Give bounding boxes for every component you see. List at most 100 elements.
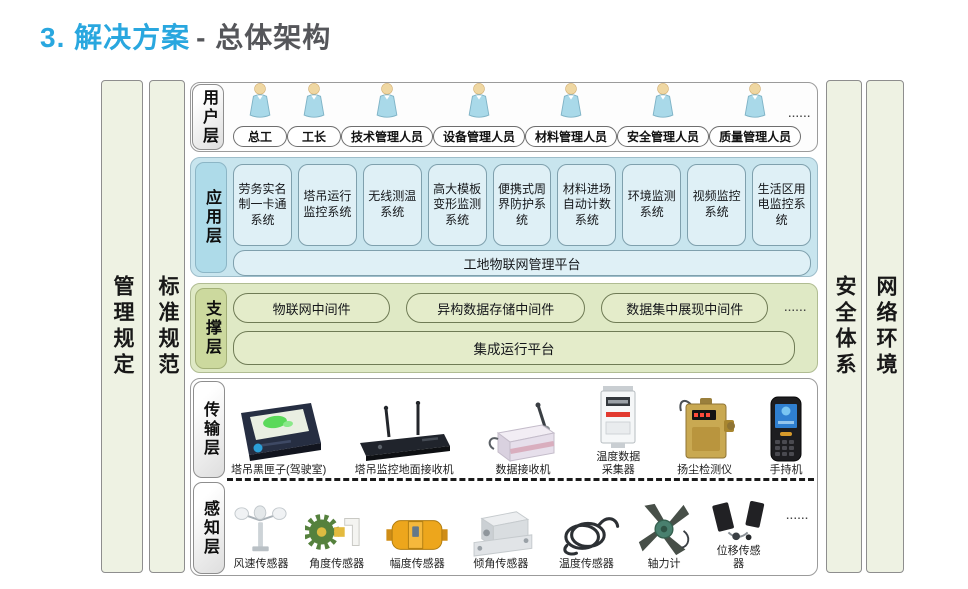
- tilt-sensor-icon: [466, 505, 536, 557]
- perception-sensor: 幅度传感器: [384, 513, 450, 571]
- user-role-label: 设备管理人员: [433, 126, 526, 147]
- person-icon: [648, 82, 678, 125]
- ellipsis: ......: [784, 302, 808, 314]
- support-layer-label: 支撑层: [203, 300, 220, 357]
- crane-blackbox-icon: [233, 399, 325, 463]
- perception-sensor: 倾角传感器: [466, 505, 536, 571]
- data-receiver-icon: [482, 401, 564, 463]
- middleware-row: 物联网中间件异构数据存储中间件数据集中展现中间件......: [233, 293, 807, 323]
- user-role: 总工: [233, 82, 287, 147]
- user-role-label: 质量管理人员: [709, 126, 802, 147]
- user-role-label: 材料管理人员: [525, 126, 618, 147]
- middleware-box: 异构数据存储中间件: [406, 293, 586, 323]
- sidebar-security-system: 安全体系: [826, 80, 862, 573]
- transmission-device: 扬尘检测仪: [673, 395, 737, 477]
- perception-sensor: 风速传感器: [233, 503, 289, 571]
- person-icon: [740, 82, 770, 125]
- sensor-label: 倾角传感器: [473, 557, 529, 570]
- iot-management-platform: 工地物联网管理平台: [233, 250, 811, 276]
- application-system-box: 生活区用电监控系统: [752, 164, 812, 246]
- perception-layer-tab: 感知层: [193, 482, 225, 574]
- displacement-sensor-icon: [707, 496, 771, 544]
- application-system-box: 环境监测系统: [622, 164, 682, 246]
- sensor-label: 风速传感器: [233, 557, 289, 570]
- ellipsis: ......: [788, 109, 811, 120]
- transmission-device: 塔吊监控地面接收机: [354, 400, 454, 477]
- application-system-box: 材料进场自动计数系统: [557, 164, 617, 246]
- person-icon: [245, 82, 275, 125]
- temperature-collector-icon: [594, 384, 642, 450]
- application-system-box: 塔吊运行监控系统: [297, 164, 357, 246]
- axial-force-gauge-icon: [637, 503, 691, 557]
- application-system-box: 高大模板变形监测系统: [427, 164, 487, 246]
- user-role-label: 总工: [233, 126, 287, 147]
- transmission-device: 温度数据采集器: [592, 384, 644, 477]
- title-highlight: 3. 解决方案: [40, 22, 191, 53]
- user-role: 技术管理人员: [341, 82, 434, 147]
- person-icon: [299, 82, 329, 125]
- application-layer: 应用层 劳务实名制一卡通系统塔吊运行监控系统无线测温系统高大模板变形监测系统便携…: [190, 157, 818, 277]
- middleware-box: 数据集中展现中间件: [601, 293, 769, 323]
- layer-divider: [227, 478, 814, 481]
- sidebar-label: 网络环境: [874, 274, 897, 379]
- device-label: 温度数据采集器: [596, 450, 641, 476]
- user-role: 工长: [287, 82, 341, 147]
- support-layer: 支撑层 物联网中间件异构数据存储中间件数据集中展现中间件...... 集成运行平…: [190, 283, 818, 373]
- device-label: 手持机: [769, 463, 803, 476]
- ellipsis: ......: [786, 510, 809, 522]
- user-roles: 总工工长技术管理人员设备管理人员材料管理人员安全管理人员质量管理人员: [233, 83, 802, 147]
- perception-sensor: 位移传感器: [707, 496, 771, 571]
- title-rest: - 总体架构: [196, 22, 332, 53]
- user-layer: 用户层 总工工长技术管理人员设备管理人员材料管理人员安全管理人员质量管理人员 .…: [190, 82, 818, 152]
- support-layer-tab: 支撑层: [195, 288, 227, 369]
- perception-sensor: 温度传感器: [551, 511, 621, 571]
- application-system-box: 便携式周界防护系统: [492, 164, 552, 246]
- transmission-devices: 塔吊黑匣子(驾驶室) 塔吊监控地面接收机 数据接收机 温度数据采集器扬尘检测仪 手持机: [231, 385, 807, 477]
- transmission-device: 塔吊黑匣子(驾驶室): [231, 399, 326, 477]
- transmission-perception-layers: 传输层 感知层 塔吊黑匣子(驾驶室) 塔吊监控地面接收机 数据接收机 温度数据采集器扬…: [190, 378, 818, 576]
- amplitude-sensor-icon: [384, 513, 450, 557]
- perception-sensors: 风速传感器 角度传感器 幅度传感器 倾角传感器 温度传感器 轴力计 位移传感器......: [233, 485, 809, 571]
- user-role: 设备管理人员: [433, 82, 526, 147]
- perception-sensor: 轴力计: [637, 503, 691, 571]
- sensor-label: 轴力计: [647, 557, 681, 570]
- sidebar-label: 标准规范: [156, 274, 179, 379]
- dust-monitor-icon: [673, 395, 737, 463]
- person-icon: [464, 82, 494, 125]
- sidebar-label: 安全体系: [833, 274, 856, 379]
- wind-speed-sensor-icon: [233, 503, 289, 557]
- integrated-run-platform: 集成运行平台: [233, 331, 795, 365]
- middleware-box: 物联网中间件: [233, 293, 391, 323]
- transmission-device: 数据接收机: [482, 401, 564, 477]
- user-layer-tab: 用户层: [192, 84, 224, 150]
- user-role: 质量管理人员: [709, 82, 802, 147]
- sidebar-network-environment: 网络环境: [866, 80, 904, 573]
- temperature-sensor-icon: [551, 511, 621, 557]
- handheld-terminal-icon: [765, 395, 807, 463]
- sensor-label: 幅度传感器: [389, 557, 445, 570]
- application-system-box: 无线测温系统: [362, 164, 422, 246]
- user-role: 安全管理人员: [617, 82, 710, 147]
- perception-layer-label: 感知层: [201, 499, 218, 557]
- person-icon: [372, 82, 402, 125]
- device-label: 数据接收机: [495, 463, 551, 476]
- sensor-label: 位移传感器: [716, 544, 761, 570]
- sidebar-management-rules: 管理规定: [101, 80, 143, 573]
- sensor-label: 温度传感器: [558, 557, 614, 570]
- application-layer-tab: 应用层: [195, 162, 227, 273]
- transmission-layer-tab: 传输层: [193, 381, 225, 478]
- transmission-device: 手持机: [765, 395, 807, 477]
- device-label: 扬尘检测仪: [677, 463, 733, 476]
- perception-sensor: 角度传感器: [304, 507, 369, 571]
- application-systems: 劳务实名制一卡通系统塔吊运行监控系统无线测温系统高大模板变形监测系统便携式周界防…: [233, 164, 812, 246]
- user-role-label: 技术管理人员: [341, 126, 434, 147]
- device-label: 塔吊监控地面接收机: [354, 463, 454, 476]
- user-layer-label: 用户层: [200, 88, 217, 146]
- angle-sensor-icon: [304, 507, 369, 557]
- ground-receiver-icon: [356, 400, 452, 463]
- user-role: 材料管理人员: [525, 82, 618, 147]
- page-title: 3. 解决方案- 总体架构: [40, 16, 331, 56]
- application-system-box: 视频监控系统: [687, 164, 747, 246]
- sensor-label: 角度传感器: [309, 557, 365, 570]
